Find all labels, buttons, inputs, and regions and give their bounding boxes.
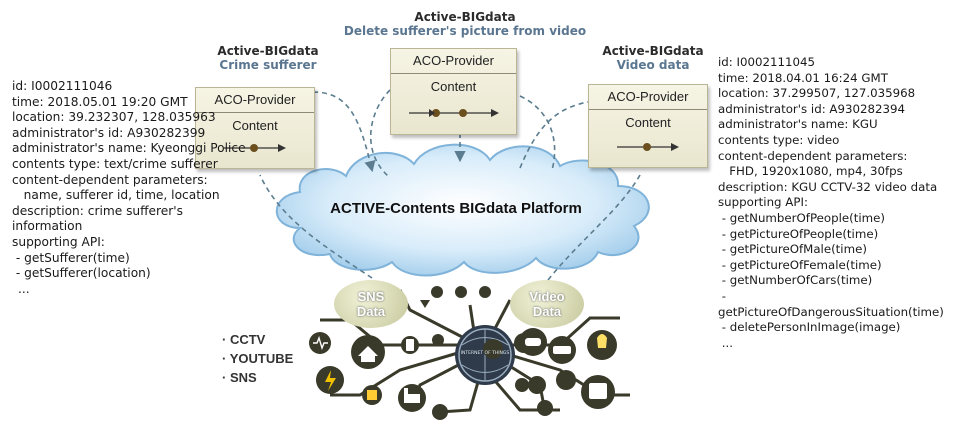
meta-line: description: crime sufferer's [12,203,184,218]
meta-line: - deletePersonInImage(image) [718,320,901,335]
meta-line: time: 2018.04.01 16:24 GMT [718,70,888,85]
meta-line: - getNumberOfPeople(time) [718,210,886,225]
meta-line: administrator's name: KGU [718,117,878,132]
meta-line: id: I0002111046 [12,79,113,93]
video-bubble-text: Video Data [510,280,584,319]
video-line2: Data [532,304,562,319]
meta-line: content-dependent parameters: [12,172,208,187]
meta-line: - getPictureOfMale(time) [718,242,867,257]
title-right-line2: Video data [616,58,690,72]
cloud-shape [275,143,650,277]
video-line1: Video [529,289,565,304]
meta-line: time: 2018.05.01 19:20 GMT [12,94,188,109]
sns-bubble-text: SNS Data [334,280,408,319]
meta-line: FHD, 1920x1080, mp4, 30fps [718,164,903,179]
meta-line: ... [18,281,30,296]
left-metadata: id: I0002111046 time: 2018.05.01 19:20 G… [12,79,246,297]
title-center: Active-BIGdata Delete sufferer's picture… [330,10,600,38]
source-list: · CCTV · YOUTUBE · SNS [222,330,293,387]
content-label: Content [625,115,671,130]
content-arrow-icon [617,143,679,151]
content-label: Content [430,79,477,94]
aco-card-left: ACO-Provider Content [195,87,315,169]
title-right: Active-BIGdata Video data [583,44,723,72]
meta-line: information [12,219,83,234]
source-item: · YOUTUBE [222,351,294,366]
sns-line1: SNS [357,289,385,304]
title-left-line1: Active-BIGdata [217,44,319,58]
aco-provider-label: ACO-Provider [196,88,314,113]
meta-line: content-dependent parameters: [718,148,908,163]
content-arrow-icon [409,109,499,117]
meta-line: administrator's id: A930282394 [718,101,906,116]
aco-provider-label: ACO-Provider [589,85,707,110]
meta-line: administrator's name: Kyeonggi Police [12,141,246,156]
title-left-line2: Crime sufferer [219,58,317,72]
meta-line: id: I0002111045 [718,55,816,69]
meta-line: administrator's id: A930282399 [12,125,206,140]
aco-card-center: ACO-Provider Content [390,48,517,135]
right-metadata: id: I0002111045 time: 2018.04.01 16:24 G… [718,55,944,351]
source-item: · SNS [222,370,257,385]
title-left: Active-BIGdata Crime sufferer [193,44,343,72]
meta-line: - getSufferer(time) [12,250,130,265]
sns-line2: Data [356,304,386,319]
meta-line: location: 39.232307, 128.035963 [12,110,216,125]
meta-line: supporting API: [718,195,808,210]
meta-line: name, sufferer id, time, location [12,188,220,203]
content-arrow-icon [224,144,286,152]
title-right-line1: Active-BIGdata [602,44,704,58]
aco-card-right: ACO-Provider Content [588,84,708,168]
meta-line: description: KGU CCTV-32 video data [718,179,938,194]
meta-line: - getPictureOfPeople(time) [718,226,879,241]
meta-line: contents type: video [718,132,840,147]
meta-line: - getSufferer(location) [12,266,151,281]
title-center-line1: Active-BIGdata [414,10,516,24]
meta-line: location: 37.299507, 127.035968 [718,86,916,101]
iot-label: INTERNET OF THINGS [460,351,510,356]
meta-line: getPictureOfDangerousSituation(time) [718,304,944,319]
connection-arrows [252,89,646,281]
title-center-line2: Delete sufferer's picture from video [343,24,587,38]
meta-line: - [718,288,727,303]
video-data-bubble: Video Data [510,280,584,328]
meta-line: supporting API: [12,234,105,249]
sns-data-bubble: SNS Data [334,280,408,328]
iot-nodes [309,286,617,420]
meta-line: ... [718,335,733,350]
aco-provider-label: ACO-Provider [391,49,516,74]
content-label: Content [232,118,278,133]
meta-line: - getPictureOfFemale(time) [718,257,882,272]
meta-line: - getNumberOfCars(time) [718,273,873,288]
platform-label: ACTIVE-Contents BIGdata Platform [330,200,582,217]
source-item: · CCTV [222,332,266,347]
meta-line: contents type: text/crime sufferer [12,156,218,171]
